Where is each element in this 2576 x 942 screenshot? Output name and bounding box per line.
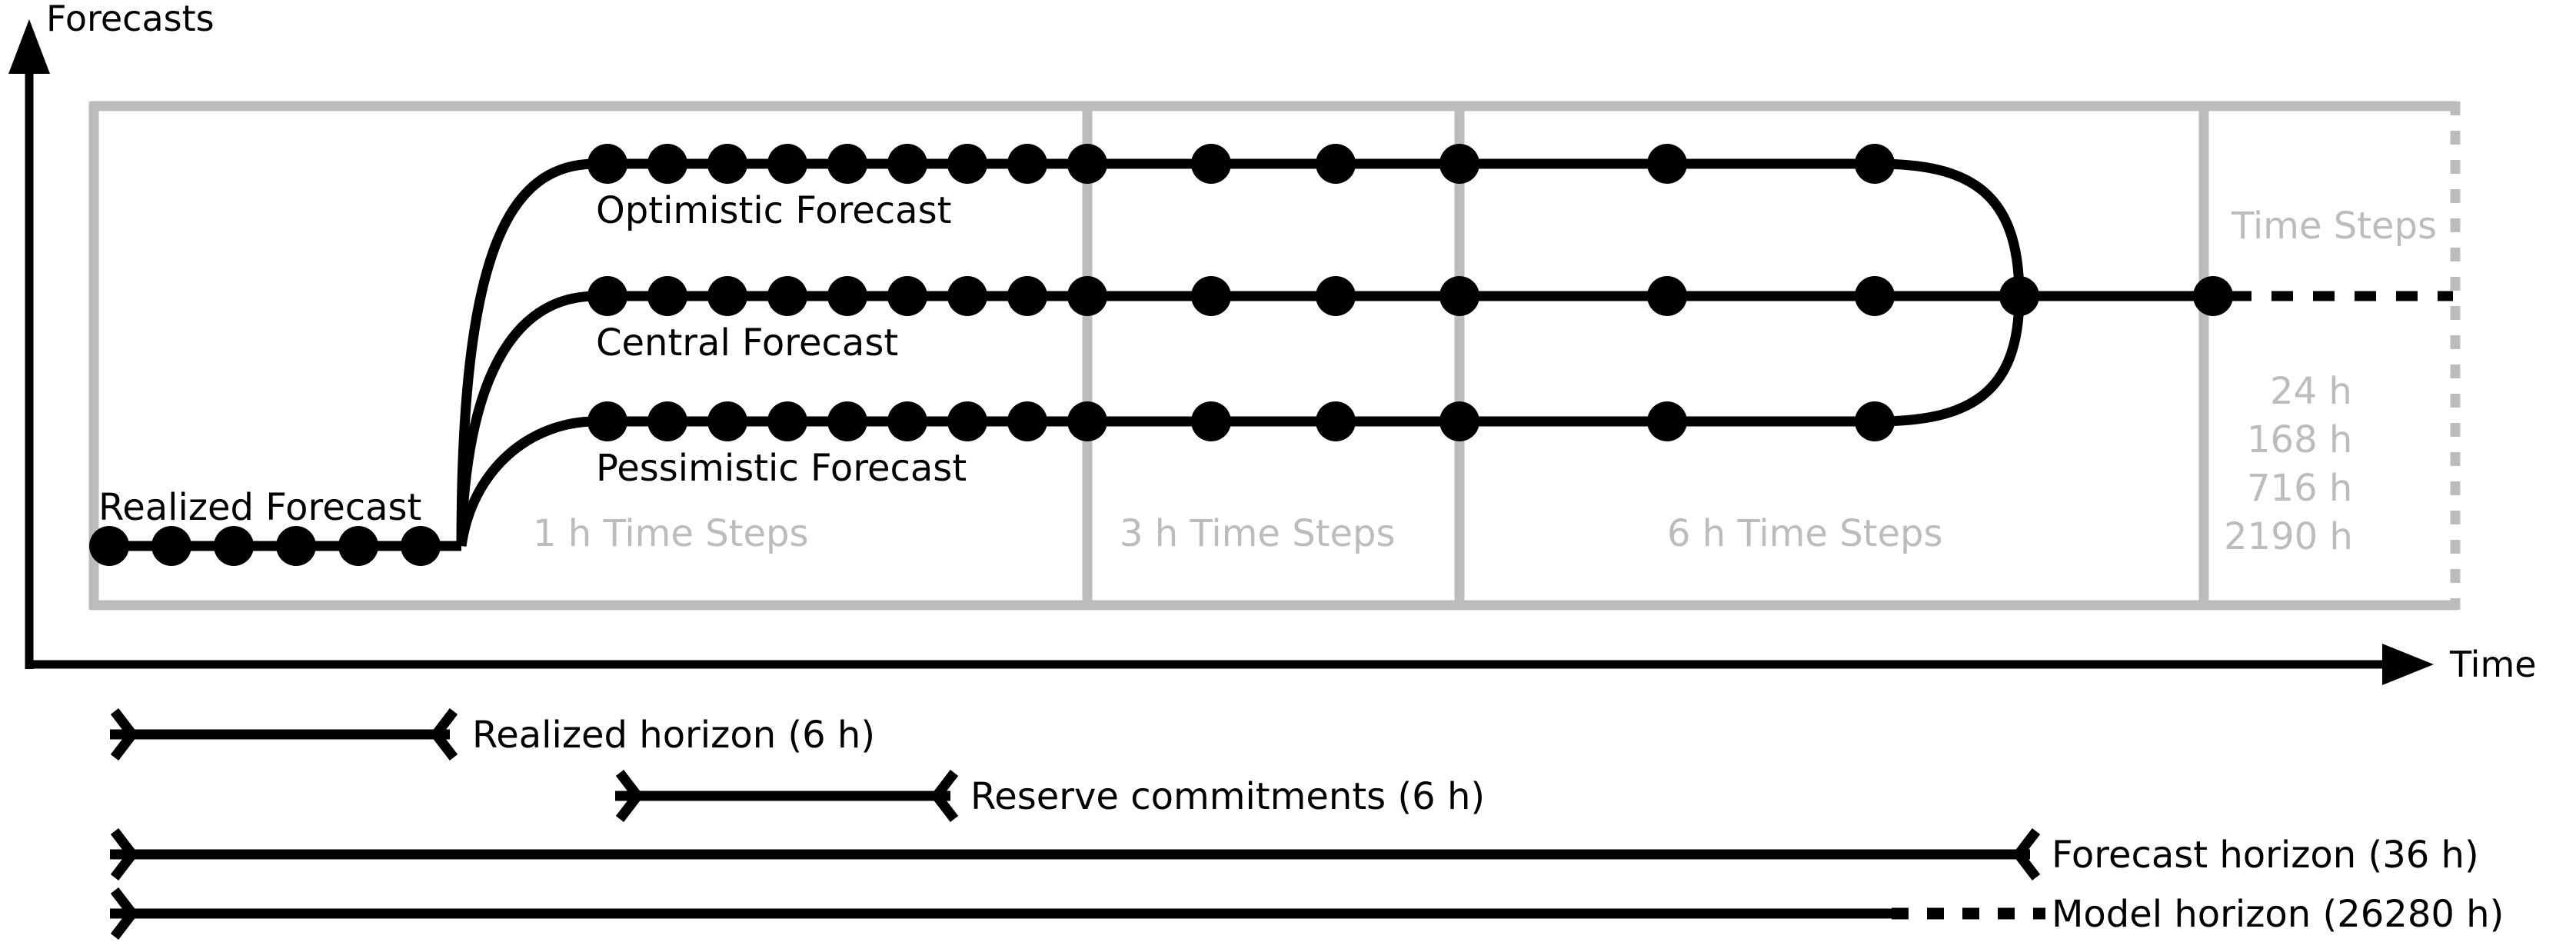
marker-central <box>1067 276 1107 316</box>
forecast-horizon-bar: Forecast horizon (36 h) <box>110 828 2479 880</box>
marker-pessimistic <box>827 401 867 441</box>
marker-optimistic <box>647 144 687 184</box>
marker-optimistic <box>1191 144 1231 184</box>
axis-group <box>8 19 2434 685</box>
forecast-horizon-label: Forecast horizon (36 h) <box>2052 834 2479 877</box>
marker-central <box>707 276 747 316</box>
realized-horizon-bar: Realized horizon (6 h) <box>110 708 875 761</box>
realized-horizon-left-cap <box>110 708 139 761</box>
band-label-3h: 3 h Time Steps <box>1120 512 1396 555</box>
central-forecast-label: Central Forecast <box>596 321 898 364</box>
optimistic-convergence-curve <box>1875 158 2025 297</box>
model-horizon-label: Model horizon (26280 h) <box>2052 893 2504 936</box>
marker-central <box>827 276 867 316</box>
legend-entry-24h: 24 h <box>2270 370 2352 413</box>
marker-pessimistic <box>1067 401 1107 441</box>
marker-realized <box>338 526 378 566</box>
reserve-commitments-right-cap <box>930 770 959 822</box>
marker-central <box>767 276 807 316</box>
marker-pessimistic <box>1647 401 1687 441</box>
marker-central <box>1999 276 2039 316</box>
legend-entry-2190h: 2190 h <box>2224 515 2353 558</box>
marker-central <box>587 276 627 316</box>
forecast-horizon-left-cap <box>110 828 139 880</box>
marker-optimistic <box>947 144 987 184</box>
marker-optimistic <box>1007 144 1047 184</box>
marker-optimistic <box>887 144 927 184</box>
marker-central <box>1647 276 1687 316</box>
x-axis-arrowhead <box>2382 644 2434 685</box>
marker-pessimistic <box>647 401 687 441</box>
marker-optimistic <box>1439 144 1479 184</box>
marker-realized <box>89 526 129 566</box>
marker-optimistic <box>1855 144 1895 184</box>
y-axis-arrowhead <box>8 19 50 74</box>
plot-frame-group <box>88 101 2461 611</box>
marker-realized <box>401 526 441 566</box>
marker-pessimistic <box>1316 401 1356 441</box>
marker-pessimistic <box>1191 401 1231 441</box>
marker-optimistic <box>827 144 867 184</box>
marker-realized <box>151 526 191 566</box>
realized-forecast-label: Realized Forecast <box>98 486 421 529</box>
marker-central <box>887 276 927 316</box>
marker-realized <box>214 526 254 566</box>
legend-entry-716h: 716 h <box>2247 467 2352 510</box>
model-horizon-bar: Model horizon (26280 h) <box>110 887 2504 940</box>
forecast-horizon-right-cap <box>2012 828 2041 880</box>
reserve-commitments-bar: Reserve commitments (6 h) <box>615 770 1485 822</box>
marker-realized <box>276 526 316 566</box>
marker-pessimistic <box>1007 401 1047 441</box>
y-axis-label: Forecasts <box>46 0 215 39</box>
markers-group <box>89 144 2233 566</box>
marker-pessimistic <box>1855 401 1895 441</box>
legend-title: Time Steps <box>2231 205 2437 248</box>
marker-central <box>647 276 687 316</box>
marker-central <box>1007 276 1047 316</box>
marker-central <box>1316 276 1356 316</box>
marker-pessimistic <box>947 401 987 441</box>
marker-central <box>1191 276 1231 316</box>
pessimistic-ramp-curve <box>456 416 597 547</box>
band-label-1h: 1 h Time Steps <box>533 512 809 555</box>
time-steps-legend: Time Steps 24 h 168 h 716 h 2190 h <box>2224 205 2437 558</box>
band-label-6h: 6 h Time Steps <box>1667 512 1943 555</box>
marker-optimistic <box>1647 144 1687 184</box>
reserve-commitments-label: Reserve commitments (6 h) <box>970 775 1485 818</box>
marker-central <box>1855 276 1895 316</box>
marker-optimistic <box>707 144 747 184</box>
optimistic-ramp-curve <box>456 158 597 547</box>
realized-horizon-right-cap <box>429 708 458 761</box>
model-horizon-left-cap <box>110 887 139 940</box>
marker-pessimistic <box>1439 401 1479 441</box>
marker-optimistic <box>1316 144 1356 184</box>
reserve-commitments-left-cap <box>615 770 644 822</box>
marker-central <box>947 276 987 316</box>
marker-optimistic <box>1067 144 1107 184</box>
pessimistic-convergence-curve <box>1875 295 2025 427</box>
marker-pessimistic <box>767 401 807 441</box>
marker-optimistic <box>767 144 807 184</box>
central-ramp-curve <box>456 291 597 547</box>
marker-pessimistic <box>587 401 627 441</box>
optimistic-forecast-label: Optimistic Forecast <box>596 189 951 232</box>
marker-central-legend-tick <box>2193 276 2233 316</box>
marker-optimistic <box>587 144 627 184</box>
pessimistic-forecast-label: Pessimistic Forecast <box>596 447 967 490</box>
marker-central <box>1439 276 1479 316</box>
marker-pessimistic <box>707 401 747 441</box>
legend-entry-168h: 168 h <box>2247 418 2352 461</box>
x-axis-label: Time <box>2449 644 2537 685</box>
realized-horizon-label: Realized horizon (6 h) <box>472 714 875 757</box>
marker-pessimistic <box>887 401 927 441</box>
series-paths-group <box>109 158 2453 551</box>
